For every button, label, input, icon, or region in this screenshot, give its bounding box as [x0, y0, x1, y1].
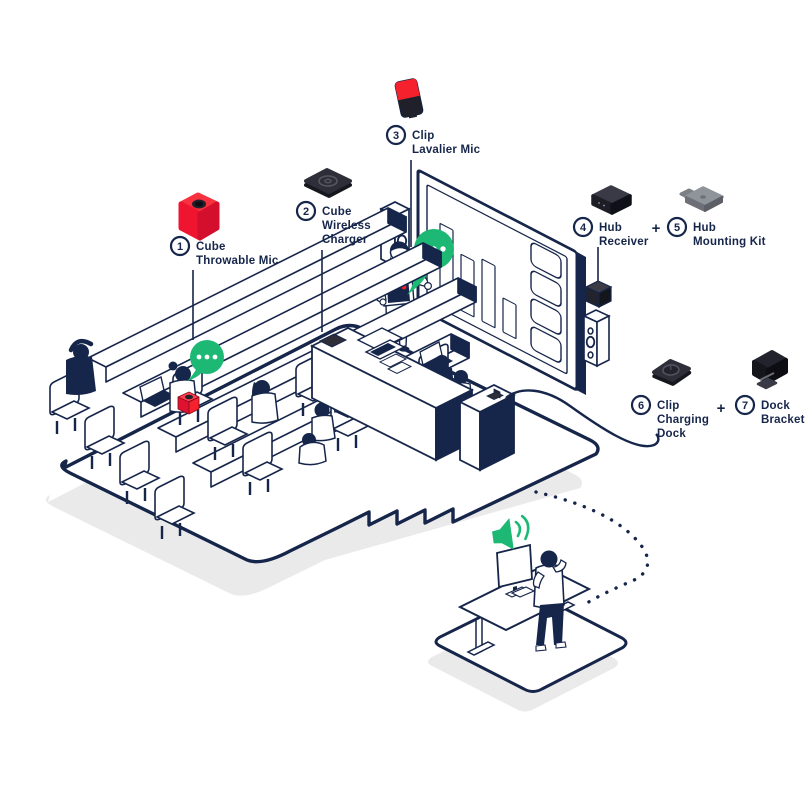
teacher-laptop — [356, 327, 406, 360]
callout-lines — [192, 160, 599, 340]
plus-icon: + — [717, 400, 726, 417]
callout-7-label-line-2: Bracket — [761, 414, 805, 426]
remote-worker-arm — [551, 559, 567, 573]
dock-bracket-icon — [752, 350, 788, 390]
callout-3-label-line-2: Lavalier Mic — [412, 144, 481, 156]
callout-2: 2 Cube Wireless Charger — [295, 200, 371, 246]
callout-4-badge — [572, 216, 594, 238]
student-long-hair — [251, 380, 279, 424]
hair-bun — [168, 361, 178, 371]
plus-icon: + — [652, 220, 661, 237]
speaker-driver — [587, 327, 594, 335]
speaker-sound-icon — [492, 514, 530, 550]
callouts: 1 Cube Throwable Mic 2 Cube Wireless Cha… — [169, 124, 805, 440]
student-thinking — [66, 338, 96, 395]
cube-wireless-charger-icon — [304, 168, 352, 198]
hub-mounting-kit-icon — [679, 186, 724, 212]
remote-worker-pants — [536, 603, 564, 645]
callout-2-number: 2 — [303, 206, 309, 218]
papers — [386, 361, 413, 375]
callout-2-badge — [295, 200, 317, 222]
remote-worker-shoe — [535, 644, 547, 652]
callout-5-number: 5 — [674, 222, 680, 234]
callout-6-number: 6 — [638, 400, 644, 412]
callout-2-label-line-1: Cube — [322, 206, 352, 218]
speaker-driver — [587, 351, 594, 359]
speech-bubble-student — [187, 340, 224, 381]
callout-7: 7 Dock Bracket — [734, 394, 805, 426]
remote-monitor — [496, 543, 533, 598]
podium — [457, 383, 517, 472]
papers — [378, 353, 408, 368]
callout-5: 5 Hub Mounting Kit — [666, 216, 766, 248]
thrown-cube-mic — [177, 391, 200, 415]
callout-1-number: 1 — [177, 241, 183, 253]
callout-4: 4 Hub Receiver + — [572, 216, 661, 248]
cable-connection-line — [505, 389, 660, 448]
charger-pad-on-desk — [318, 333, 348, 348]
remote-worker-arm — [532, 571, 545, 589]
clip-charging-dock-icon — [652, 359, 692, 386]
callout-7-label-line-1: Dock — [761, 400, 790, 412]
hub-receiver-device — [584, 280, 613, 308]
callout-1-badge — [169, 235, 191, 257]
presenter-right-hand — [424, 282, 433, 291]
callout-3-label-line-1: Clip — [412, 130, 435, 142]
callout-4-number: 4 — [580, 222, 587, 234]
bar-3 — [481, 258, 496, 329]
callout-5-label-line-2: Mounting Kit — [693, 236, 766, 248]
callout-3-badge — [385, 124, 407, 146]
speaker-driver — [585, 335, 596, 349]
student-hunched — [298, 433, 327, 466]
presenter-left-hand — [379, 298, 387, 306]
remote-worker — [532, 550, 567, 652]
cube-throwable-mic-icon — [178, 192, 220, 241]
student-with-laptop — [311, 402, 336, 442]
callout-5-badge — [666, 216, 688, 238]
hub-receiver-icon — [591, 185, 632, 215]
remote-worker-scene — [457, 514, 592, 656]
screen-list-items — [530, 242, 562, 363]
bar-4 — [502, 297, 517, 339]
dock-on-podium — [486, 388, 504, 400]
callout-6-label-line-3: Dock — [657, 428, 686, 440]
callout-6-badge — [630, 394, 652, 416]
desk-foot — [466, 641, 496, 656]
callout-2-label-line-2: Wireless — [322, 220, 371, 232]
callout-1-label-line-2: Throwable Mic — [196, 255, 279, 267]
clip-lavalier-mic-icon — [394, 78, 424, 119]
presenter-hair — [390, 241, 409, 252]
desk-row-1 — [87, 207, 407, 383]
wall-speaker-right — [582, 309, 611, 368]
callout-6-label-line-2: Charging — [657, 414, 709, 426]
list-item-3 — [530, 298, 562, 335]
laptop — [139, 375, 176, 407]
list-item-4 — [530, 326, 562, 363]
callout-4-label-line-1: Hub — [599, 222, 622, 234]
list-item-2 — [530, 270, 562, 307]
list-item-1 — [530, 242, 562, 279]
remote-worker-shoe — [555, 641, 567, 649]
presentation-screen — [416, 169, 586, 395]
remote-worker-head — [540, 550, 558, 568]
callout-1: 1 Cube Throwable Mic — [169, 235, 279, 267]
student-with-cube — [168, 361, 200, 415]
callout-7-number: 7 — [742, 400, 748, 412]
callout-2-label-line-3: Charger — [322, 234, 368, 246]
teacher-desk — [309, 326, 475, 462]
callout-3: 3 Clip Lavalier Mic — [385, 124, 481, 156]
callout-4-label-line-2: Receiver — [599, 236, 649, 248]
callout-6: 6 Clip Charging Dock + — [630, 394, 726, 440]
callout-3-number: 3 — [393, 130, 399, 142]
callout-6-label-line-1: Clip — [657, 400, 680, 412]
callout-5-label-line-1: Hub — [693, 222, 716, 234]
callout-7-badge — [734, 394, 756, 416]
callout-1-label-line-1: Cube — [196, 241, 226, 253]
